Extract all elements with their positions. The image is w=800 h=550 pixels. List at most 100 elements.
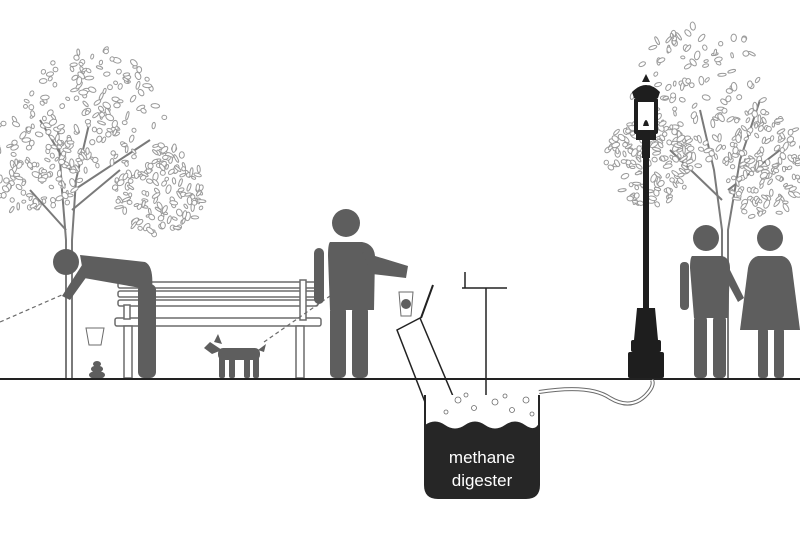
leaf [152,178,159,187]
leaf [672,80,677,87]
leaf [38,78,48,84]
leaf [702,140,709,146]
leaf [101,136,107,144]
leaf [23,103,28,109]
leaf [50,113,57,120]
leaf [613,159,621,168]
leaf [97,120,106,126]
leaf [672,106,678,112]
leaf [607,164,615,171]
leaf [178,178,183,187]
leaf [117,99,124,104]
leaf [136,219,144,226]
leaf [82,100,89,108]
leaf [742,169,748,179]
leaf [97,105,105,112]
leaf [56,169,62,178]
leaf [156,201,163,210]
leaf [740,125,747,132]
leaf [39,100,45,106]
leaf [131,127,137,133]
leaf [76,48,81,56]
leaf [721,107,728,114]
leaf [746,130,751,137]
leaf [678,168,687,175]
leaf [731,196,742,201]
leaf [657,57,666,64]
leaf [734,117,740,124]
leaf [696,134,702,144]
leaf [757,210,763,217]
leaf [745,117,751,124]
leaf [782,200,789,205]
leaf [761,116,767,125]
leaf [111,119,118,129]
leaf [28,139,35,147]
leaf [662,131,668,137]
leaf [16,202,21,211]
leaf [103,71,111,77]
leaf [657,180,665,187]
leaf [45,71,55,77]
leaf [683,63,692,70]
leaf [9,197,15,203]
methane-digester-tank [424,392,540,499]
leaf [179,173,186,178]
leaf [128,134,135,143]
leaf [782,203,790,213]
leaf [620,159,627,164]
leaf [20,189,27,196]
leaf [158,163,166,171]
leaf [171,177,177,185]
leaf [611,141,621,149]
leaf [175,208,183,217]
leaf [629,165,636,170]
leaf [670,92,677,99]
leaf [708,150,715,157]
leaf [788,186,797,192]
leaf [711,134,719,142]
leaf [113,80,119,86]
leaf [786,136,795,143]
leaf [747,195,753,201]
leaf [58,158,66,165]
leaf [28,195,33,201]
leaf [196,199,207,204]
leaf [50,60,56,66]
leaf [672,155,679,163]
leaf [730,33,737,42]
leaf [115,198,121,204]
leaf [31,161,38,168]
leaf [630,148,638,157]
leaf [763,199,771,209]
leaf [678,97,686,103]
leaf [669,124,674,130]
leaf [743,136,750,141]
leaf [653,71,659,77]
leaf [151,121,156,130]
leaf [74,164,81,173]
leaf [45,128,52,136]
leaf [127,184,135,191]
leaf [123,191,129,196]
leaf [747,107,754,115]
leaf [61,191,69,200]
leaf [747,51,756,57]
leaf [669,177,675,183]
leaf [1,185,10,193]
leaf [684,29,692,37]
leaf [124,160,129,167]
leaf [195,183,201,192]
leaf [754,76,761,84]
leaf [717,72,727,77]
leaf [671,128,678,136]
leaf [73,123,80,134]
leaf [114,177,120,183]
leaf [171,216,178,221]
leaf [127,178,134,184]
leaf [129,94,137,103]
leaf [677,121,684,127]
leaf [189,167,194,178]
leaf [133,203,140,207]
leaf [144,76,150,82]
